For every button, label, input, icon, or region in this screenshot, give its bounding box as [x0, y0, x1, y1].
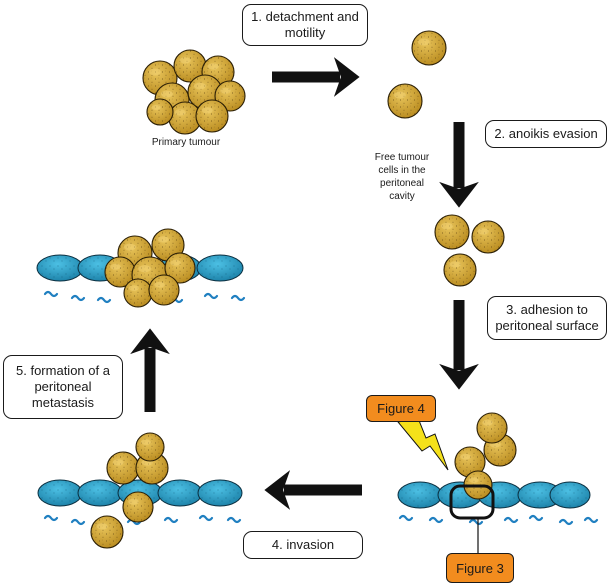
tumour-cell-icon — [135, 432, 165, 462]
fibre-icon — [428, 516, 444, 524]
arrow-left-icon — [264, 470, 362, 510]
fibre-icon — [163, 516, 179, 524]
mesothelial-cell-icon — [36, 254, 84, 282]
tumour-cell-icon — [195, 99, 229, 133]
fibre-icon — [528, 514, 544, 522]
fibre-icon — [558, 518, 574, 526]
step1-line2: motility — [284, 25, 326, 40]
fibre-icon — [503, 516, 519, 524]
figure4-reference-box[interactable]: Figure 4 — [366, 395, 436, 422]
tumour-cell-icon — [173, 49, 207, 83]
tumour-cell-icon — [434, 214, 470, 250]
fibre-icon — [583, 516, 599, 524]
free-cells-caption: Free tumour cells in the peritoneal cavi… — [362, 151, 442, 203]
step5-line2: peritoneal — [34, 379, 92, 394]
tumour-cell-icon — [148, 274, 180, 306]
step1-detachment-box: 1. detachment and motility — [242, 4, 368, 46]
fibre-icon — [96, 296, 112, 304]
step1-line1: 1. detachment and — [251, 9, 359, 24]
step3-line1: 3. adhesion to — [506, 302, 588, 317]
step4-line1: 4. invasion — [271, 537, 335, 552]
mesothelial-cell-icon — [37, 479, 83, 507]
primary-tumour-caption: Primary tumour — [151, 137, 221, 148]
free-cells-line4: cavity — [389, 191, 415, 202]
tumour-cell-icon — [443, 253, 477, 287]
figure3-reference-box[interactable]: Figure 3 — [446, 553, 514, 583]
arrow-right-icon — [272, 57, 360, 97]
tumour-cell-icon — [454, 446, 486, 478]
fibre-icon — [70, 518, 86, 526]
tumour-cell-icon — [90, 515, 124, 549]
tumour-cell-icon — [122, 491, 154, 523]
step2-line1: 2. anoikis evasion — [494, 126, 598, 141]
step3-line2: peritoneal surface — [495, 318, 599, 333]
lightning-icon — [397, 417, 449, 471]
fibre-icon — [70, 294, 86, 302]
step5-line1: 5. formation of a — [16, 363, 110, 378]
arrow-up-icon — [130, 328, 170, 412]
mesothelial-cell-icon — [197, 479, 243, 507]
mesothelial-cell-icon — [517, 481, 563, 509]
free-cells-line3: peritoneal — [380, 178, 424, 189]
step5-formation-box: 5. formation of a peritoneal metastasis — [3, 355, 123, 419]
fibre-icon — [198, 514, 214, 522]
fibre-icon — [43, 514, 59, 522]
tumour-cell-icon — [471, 220, 505, 254]
tumour-cell-icon — [146, 98, 174, 126]
tumour-cell-icon — [106, 451, 140, 485]
fibre-icon — [468, 518, 484, 526]
arrow-down-icon — [439, 122, 479, 208]
figure3-region-outline — [449, 484, 495, 520]
free-cells-line1: Free tumour — [374, 152, 430, 163]
step2-anoikis-box: 2. anoikis evasion — [485, 120, 607, 148]
mesothelial-cell-icon — [196, 254, 244, 282]
step5-line3: metastasis — [31, 395, 95, 410]
fibre-icon — [226, 516, 242, 524]
mesothelial-cell-icon — [157, 479, 203, 507]
fibre-icon — [398, 514, 414, 522]
fibre-icon — [203, 292, 219, 300]
mesothelial-cell-icon — [77, 479, 123, 507]
tumour-cell-icon — [387, 83, 423, 119]
tumour-cell-icon — [411, 30, 447, 66]
tumour-cell-icon — [123, 278, 153, 308]
arrow-down-icon — [439, 300, 479, 390]
tumour-cell-icon — [476, 412, 508, 444]
fibre-icon — [230, 294, 246, 302]
fibre-icon — [43, 290, 59, 298]
step3-adhesion-box: 3. adhesion to peritoneal surface — [487, 296, 607, 340]
mesothelial-cell-icon — [549, 481, 591, 509]
tumour-cell-icon — [164, 252, 196, 284]
step4-invasion-box: 4. invasion — [243, 531, 363, 559]
free-cells-line2: cells in the — [378, 165, 426, 176]
mesothelial-cell-icon — [397, 481, 443, 509]
